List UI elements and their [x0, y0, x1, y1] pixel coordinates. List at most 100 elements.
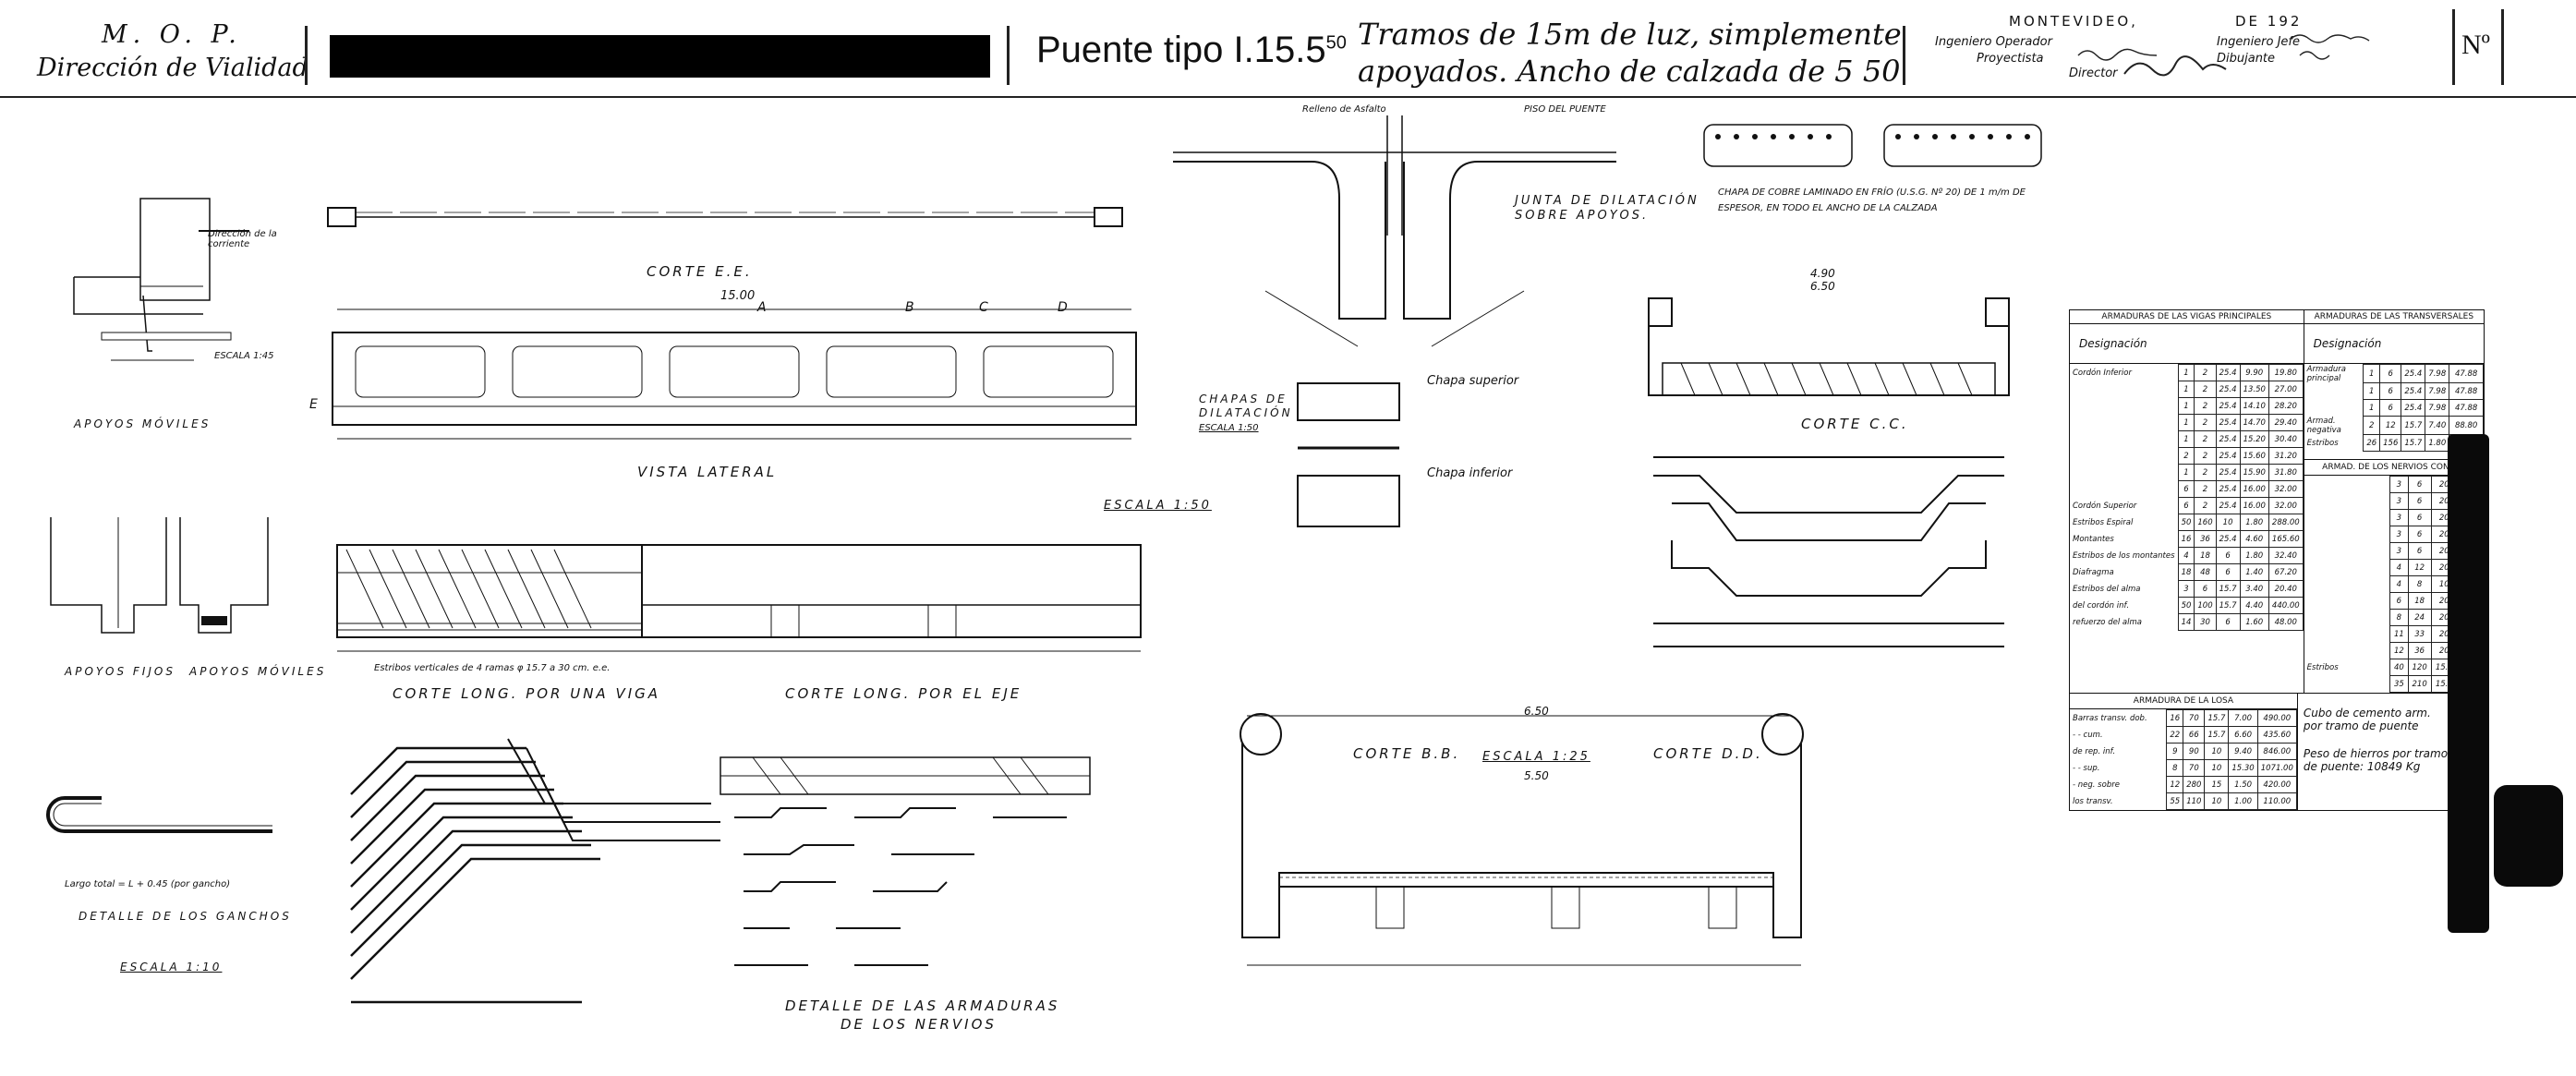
table-cell: 88.80	[2449, 416, 2484, 435]
table-cell: 6	[2177, 497, 2195, 514]
table-cell: 15.7	[2204, 709, 2230, 727]
table-cell: 1.80	[2239, 514, 2269, 531]
table-cell: 4	[2389, 559, 2409, 576]
table-cell: 40	[2389, 659, 2409, 676]
table-cell: 15.7	[2401, 434, 2426, 452]
table-cell: 14.70	[2239, 414, 2269, 431]
table-cell: 3	[2389, 476, 2409, 493]
corte-ee-label: CORTE E.E.	[647, 263, 753, 280]
apoyos-moviles-detail	[73, 198, 249, 361]
peso-text-2: de puente: 10849 Kg	[2303, 760, 2421, 773]
table-cell: Armadura principal	[2304, 364, 2364, 383]
nervios-title: ARMAD. DE LOS NERVIOS CONTIN.	[2304, 459, 2484, 476]
table-cell: 3	[2389, 492, 2409, 510]
table-cell: 110.00	[2256, 792, 2297, 810]
table-cell: 25.4	[2215, 447, 2241, 465]
apoyos-fijos-detail	[50, 517, 269, 634]
table-cell: 15.7	[2215, 597, 2241, 614]
divider	[305, 26, 308, 85]
table-cell: 9.90	[2239, 364, 2269, 381]
table-cell: 7.98	[2425, 382, 2450, 400]
table-cell: 8	[2407, 575, 2432, 593]
table-cell: 435.60	[2256, 726, 2297, 744]
table-cell	[2304, 526, 2391, 543]
table-cell: 2	[2194, 414, 2217, 431]
largo-total: Largo total = L + 0.45 (por gancho)	[65, 879, 231, 889]
table-cell: 25.4	[2215, 480, 2241, 498]
section-a: A	[757, 300, 767, 315]
table-cell: Cordón Inferior	[2070, 364, 2179, 381]
corte-bb-label: CORTE B.B.	[1353, 745, 1461, 762]
junta-label-2: SOBRE APOYOS.	[1515, 209, 1650, 223]
col-designacion: Designación	[2070, 324, 2304, 364]
table-cell: refuerzo del alma	[2070, 613, 2179, 631]
piso: PISO DEL PUENTE	[1524, 104, 1606, 115]
table-cell: 32.00	[2268, 480, 2304, 498]
table-cell: Montantes	[2070, 530, 2179, 548]
ing-jefe: Ingeniero Jefe	[2217, 35, 2301, 49]
table-cell: 2	[2177, 447, 2195, 465]
table-cell: 1.60	[2239, 613, 2269, 631]
table-cell: 30.40	[2268, 430, 2304, 448]
proyectista: Proyectista	[1977, 52, 2044, 66]
table-cell: 6	[2215, 563, 2241, 581]
escala-150: ESCALA 1:50	[1104, 499, 1212, 513]
table-cell: 27.00	[2268, 381, 2304, 398]
table-cell: 2	[2363, 416, 2381, 435]
table-cell: 25.4	[2215, 414, 2241, 431]
table-cell: 16	[2177, 530, 2195, 548]
table-cell: 1	[2177, 414, 2195, 431]
table-cell: 6	[2379, 399, 2402, 417]
detalle-armaduras-2: DE LOS NERVIOS	[841, 1016, 997, 1033]
table-cell: 6.60	[2228, 726, 2258, 744]
table-cell	[2304, 509, 2391, 526]
table-cell: 25.4	[2401, 382, 2426, 400]
table-cell	[2304, 592, 2391, 610]
armaduras-table: ARMADURAS DE LAS VIGAS PRINCIPALES Desig…	[2069, 309, 2485, 811]
table-cell: 10	[2204, 743, 2230, 760]
table-cell: 3.40	[2239, 580, 2269, 598]
table-cell: 3	[2389, 542, 2409, 560]
table-cell: 2	[2194, 464, 2217, 481]
table-cell: 4.40	[2239, 597, 2269, 614]
table-cell: 10	[2204, 792, 2230, 810]
table-cell: 15.20	[2239, 430, 2269, 448]
table-cell: 9.40	[2228, 743, 2258, 760]
junta-label-1: JUNTA DE DILATACIÓN	[1515, 194, 1699, 208]
table-cell: 7.40	[2425, 416, 2450, 435]
title-main: Puente tipo I.15.550	[1036, 30, 1347, 71]
col-designacion-right: Designación	[2304, 324, 2484, 364]
table-cell: 100	[2194, 597, 2217, 614]
table-cell: 156	[2379, 434, 2402, 452]
table-cell: 210	[2407, 675, 2432, 693]
table-cell: 70	[2183, 709, 2206, 727]
table-cell: 36	[2194, 530, 2217, 548]
section-e: E	[309, 397, 318, 412]
table-cell: 29.40	[2268, 414, 2304, 431]
table-cell: 110	[2183, 792, 2206, 810]
table-cell	[2304, 492, 2391, 510]
table-cell: 1	[2363, 399, 2381, 417]
section-c: C	[979, 300, 988, 315]
dim-550: 5.50	[1524, 769, 1549, 782]
table-cell: de rep. inf.	[2070, 743, 2168, 760]
table-cell: 12	[2379, 416, 2402, 435]
table-cell: 2	[2194, 447, 2217, 465]
table-cell: - - cum.	[2070, 726, 2168, 744]
chapa-inferior: Chapa inferior	[1427, 466, 1513, 480]
table-cell: 12	[2407, 559, 2432, 576]
place: MONTEVIDEO,	[2009, 13, 2138, 30]
table-cell: Estribos	[2304, 434, 2364, 452]
chapa-cobre-1: CHAPA DE COBRE LAMINADO EN FRÍO (U.S.G. …	[1718, 187, 2026, 198]
table-cell: 18	[2194, 547, 2217, 564]
table-cell: 3	[2389, 509, 2409, 526]
table-cell: 25.4	[2401, 364, 2426, 383]
